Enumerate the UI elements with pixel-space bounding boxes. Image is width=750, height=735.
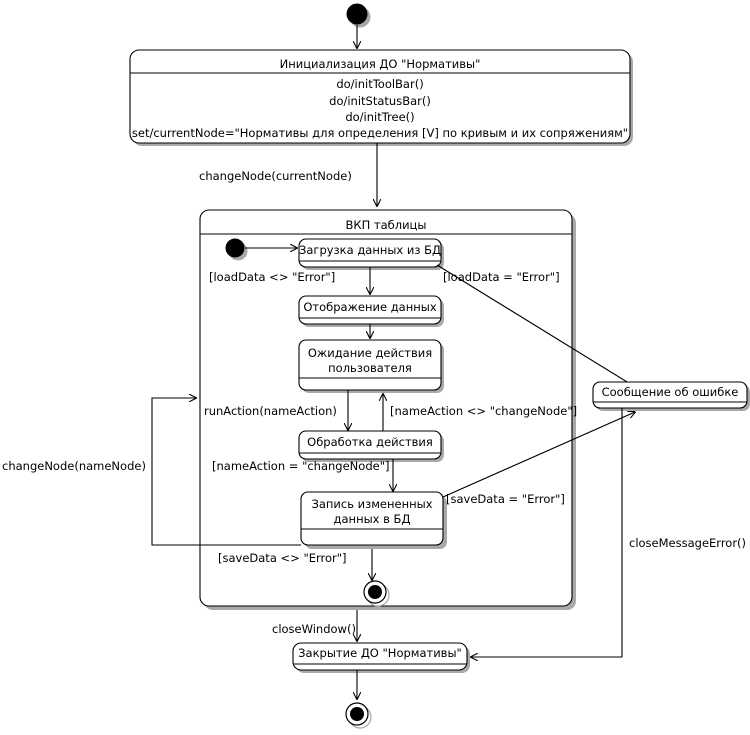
final-state-outer — [345, 702, 372, 729]
final-state-inner — [363, 580, 390, 607]
state-init-title: Инициализация ДО "Нормативы" — [280, 57, 481, 71]
state-close[interactable] — [292, 642, 470, 673]
state-show-data-label: Отображение данных — [303, 300, 437, 314]
transition-change-node-loop — [151, 398, 301, 546]
state-composite-table[interactable] — [199, 209, 576, 610]
state-process-action-label: Обработка действия — [307, 435, 433, 449]
state-init-action-2: do/initTree() — [345, 110, 414, 124]
state-error-message-label: Сообщение об ошибке — [602, 385, 739, 399]
state-save-data-label-line1: Запись измененных — [311, 497, 432, 511]
state-load-data[interactable] — [298, 238, 444, 270]
state-process-action[interactable] — [298, 430, 444, 462]
transition-label-action-not-change: [nameAction <> "changeNode"] — [390, 404, 577, 418]
transition-label-change-node-current: changeNode(currentNode) — [199, 169, 352, 183]
state-show-data[interactable] — [298, 295, 444, 327]
transition-label-close-message-error: closeMessageError() — [629, 536, 746, 550]
state-init-action-1: do/initStatusBar() — [329, 94, 431, 108]
transition-label-run-action: runAction(nameAction) — [204, 404, 337, 418]
transition-label-load-ok: [loadData <> "Error"] — [209, 270, 335, 284]
state-save-data[interactable] — [300, 491, 447, 549]
transition-label-close-window: closeWindow() — [272, 622, 356, 636]
state-init-action-0: do/initToolBar() — [336, 77, 423, 91]
state-init[interactable] — [129, 49, 633, 146]
state-error-message[interactable] — [592, 381, 750, 411]
transition-label-change-node-name: changeNode(nameNode) — [2, 459, 146, 473]
transition-error-to-close — [471, 408, 623, 657]
state-wait-user-action-label-line1: Ожидание действия — [308, 346, 432, 360]
transition-label-action-change: [nameAction = "changeNode"] — [212, 459, 389, 473]
transition-label-save-ok: [saveData <> "Error"] — [218, 551, 347, 565]
transition-label-load-error: [loadData = "Error"] — [443, 270, 560, 284]
state-wait-user-action[interactable] — [298, 339, 444, 393]
transition-label-save-error: [saveData = "Error"] — [446, 492, 565, 506]
state-close-label: Закрытие ДО "Нормативы" — [298, 646, 462, 660]
state-composite-title: ВКП таблицы — [346, 218, 427, 232]
state-wait-user-action-label-line2: пользователя — [328, 361, 412, 375]
transition-load-to-error — [436, 264, 645, 393]
state-save-data-label-line2: данных в БД — [334, 512, 411, 526]
initial-pseudostate-inner — [225, 238, 248, 261]
initial-pseudostate-top — [346, 3, 371, 28]
state-init-action-3: set/currentNode="Нормативы для определен… — [132, 126, 628, 140]
state-load-data-label: Загрузка данных из БД — [299, 243, 441, 257]
transition-save-to-error — [442, 412, 635, 498]
